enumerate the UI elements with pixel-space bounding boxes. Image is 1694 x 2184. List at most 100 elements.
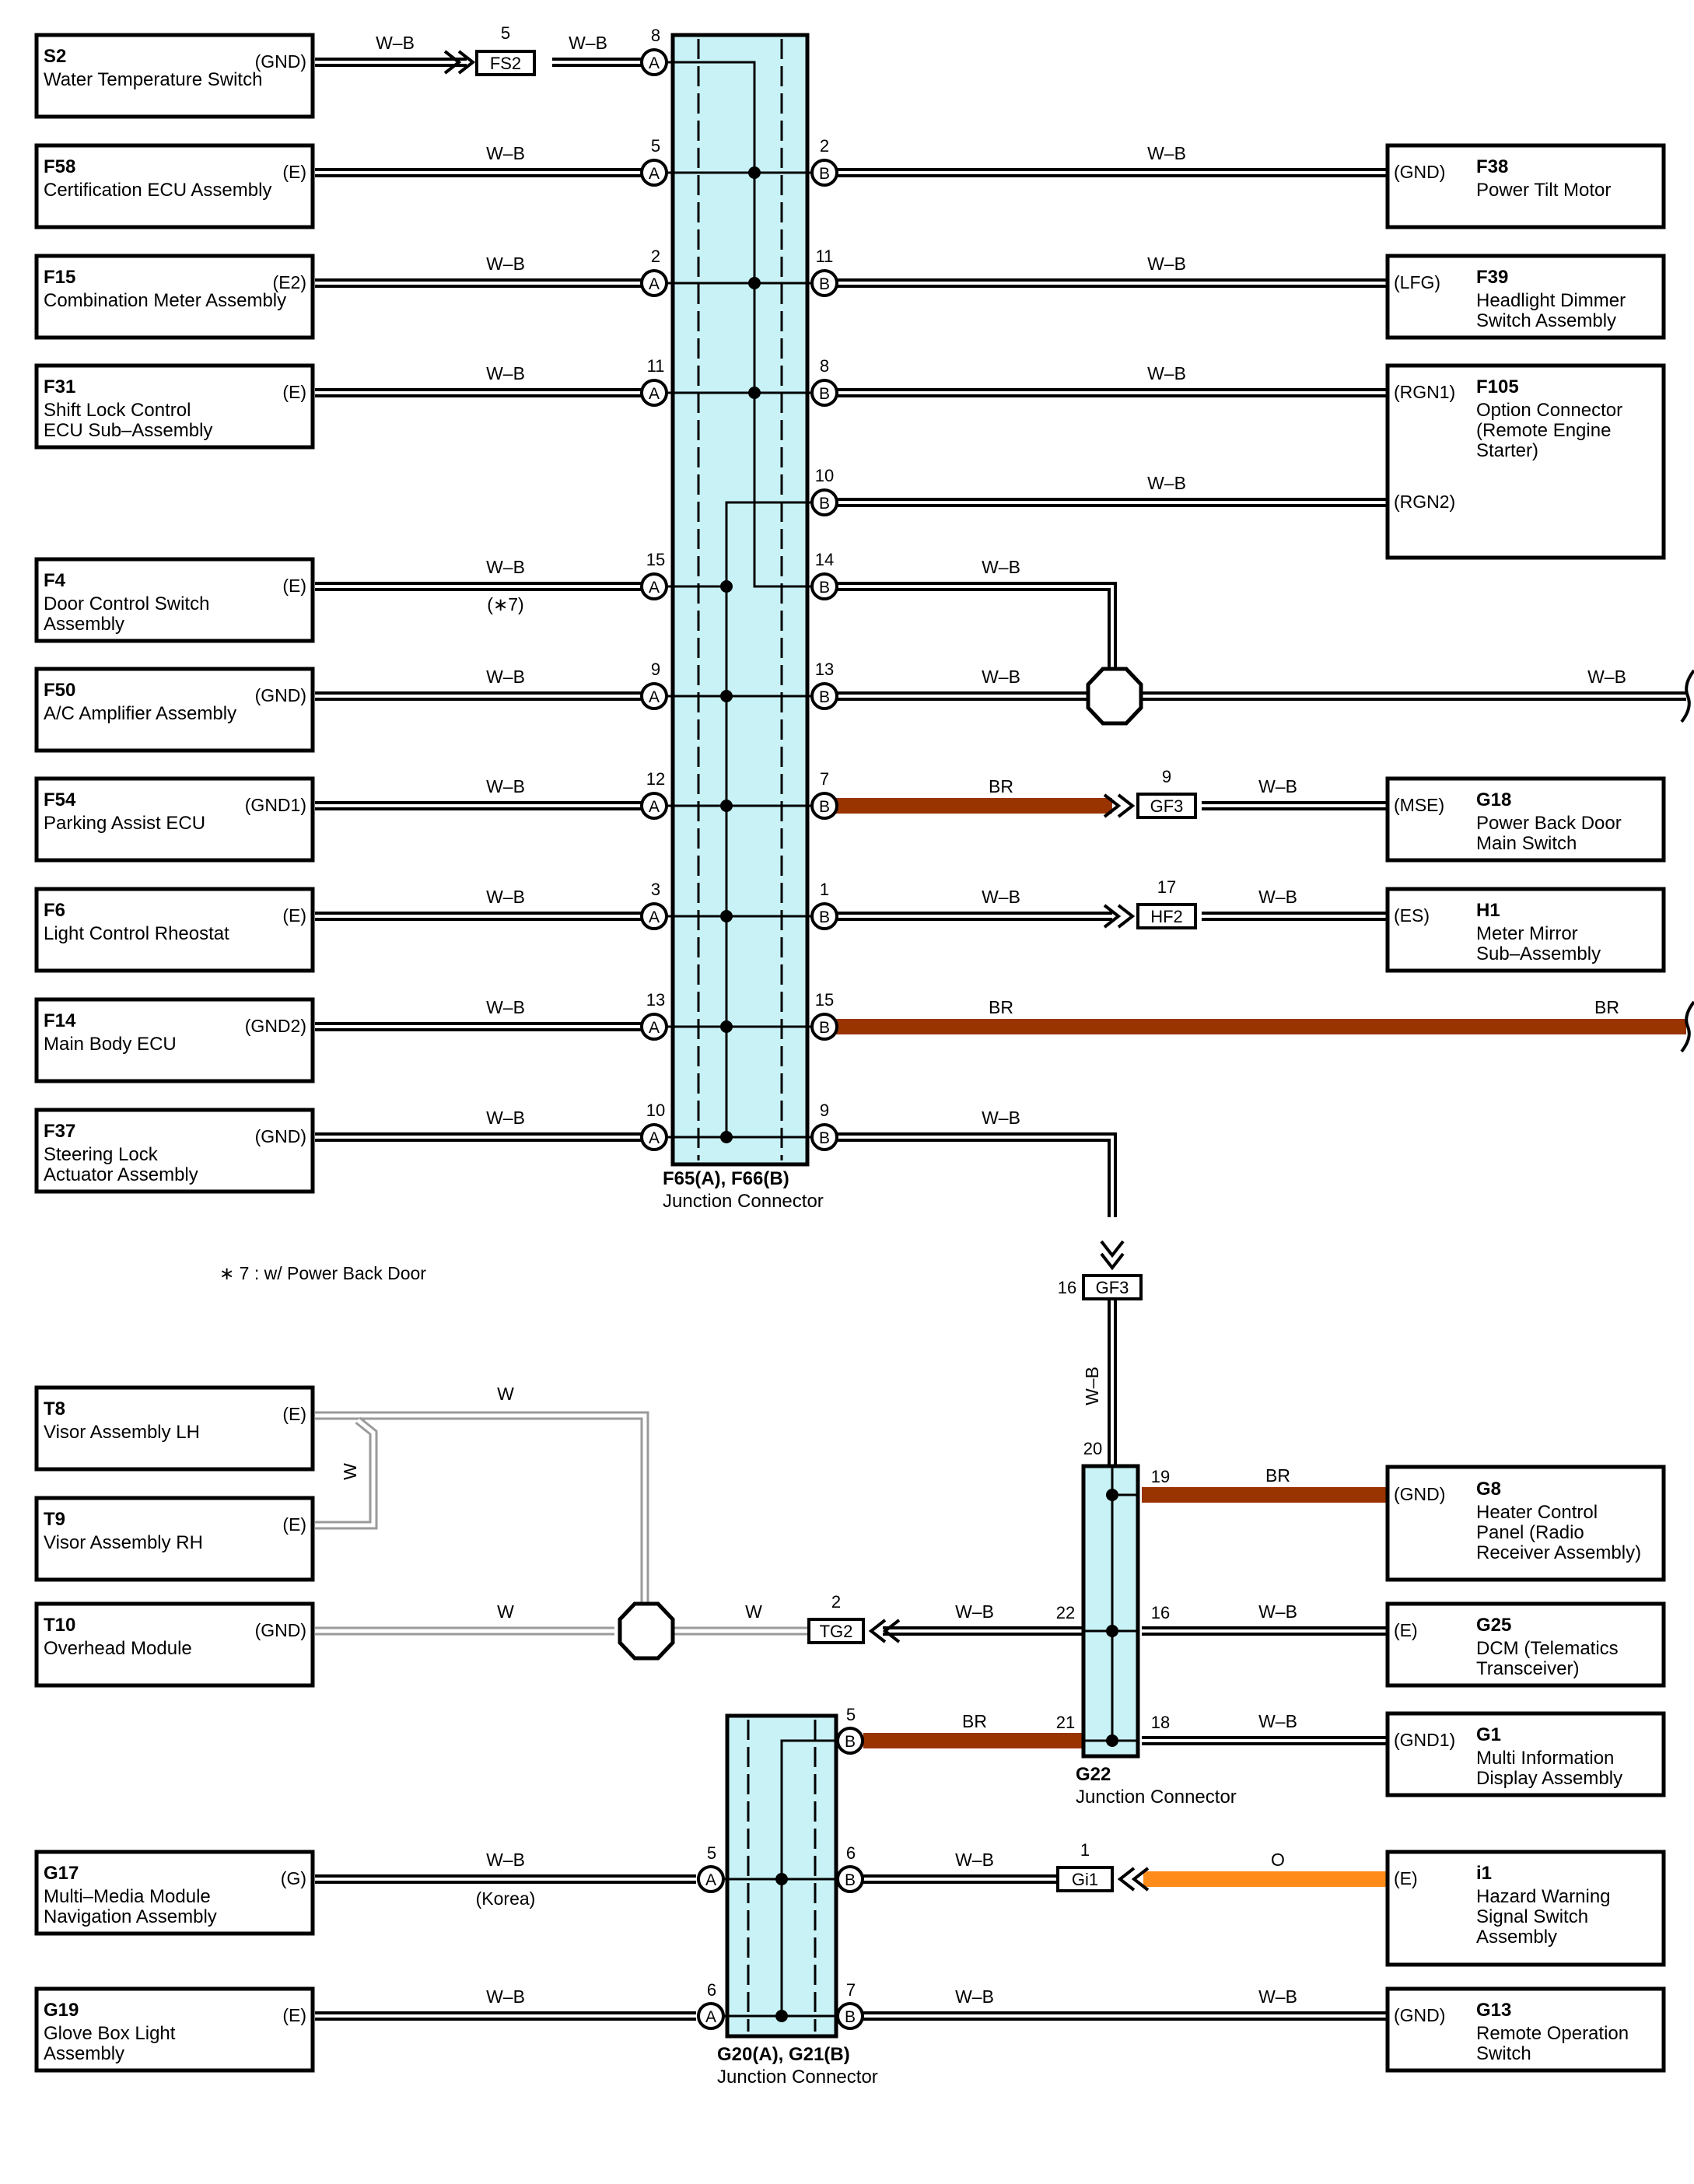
svg-text:18: 18 xyxy=(1151,1713,1170,1732)
svg-text:11: 11 xyxy=(816,247,834,266)
component-f6: F6 Light Control Rheostat (E) xyxy=(34,887,315,973)
pin-a: A xyxy=(640,572,668,600)
svg-text:A: A xyxy=(649,165,660,183)
pin-b: B xyxy=(836,1865,864,1893)
svg-text:Meter Mirror: Meter Mirror xyxy=(1476,923,1578,944)
svg-text:W–B: W–B xyxy=(1587,667,1626,687)
svg-text:W: W xyxy=(497,1601,514,1622)
pin-a: A xyxy=(640,269,668,297)
svg-text:Steering Lock: Steering Lock xyxy=(44,1144,159,1165)
connector-gf3-9: GF3 9 xyxy=(1103,767,1197,819)
svg-text:8: 8 xyxy=(651,26,660,45)
component-f37: F37 Steering Lock Actuator Assembly (GND… xyxy=(34,1108,315,1194)
svg-text:W–B: W–B xyxy=(1258,1986,1297,2007)
svg-text:G25: G25 xyxy=(1476,1615,1511,1636)
svg-text:10: 10 xyxy=(815,466,834,485)
svg-text:Junction Connector: Junction Connector xyxy=(717,2067,878,2088)
svg-text:22: 22 xyxy=(1056,1603,1075,1622)
svg-text:A: A xyxy=(649,908,660,926)
svg-text:Combination Meter Assembly: Combination Meter Assembly xyxy=(44,290,286,311)
svg-text:Power Tilt Motor: Power Tilt Motor xyxy=(1476,180,1611,201)
svg-text:(E): (E) xyxy=(1394,1868,1418,1888)
pin-a: A xyxy=(640,682,668,710)
svg-text:A: A xyxy=(649,579,660,597)
svg-text:Switch: Switch xyxy=(1476,2043,1531,2064)
component-g18: (MSE) G18 Power Back Door Main Switch xyxy=(1385,776,1666,863)
svg-text:9: 9 xyxy=(1162,767,1171,786)
component-f14: F14 Main Body ECU (GND2) xyxy=(34,997,315,1083)
svg-text:W–B: W–B xyxy=(1082,1367,1102,1405)
svg-text:(GND): (GND) xyxy=(1394,2005,1445,2025)
svg-text:DCM (Telematics: DCM (Telematics xyxy=(1476,1638,1619,1659)
svg-text:W–B: W–B xyxy=(1147,254,1186,274)
wires-j3 xyxy=(315,1871,1386,2021)
svg-text:(GND): (GND) xyxy=(1394,1484,1445,1504)
svg-text:F50: F50 xyxy=(44,680,75,701)
footnote: ∗ 7 : w/ Power Back Door xyxy=(219,1263,426,1283)
component-f105: (RGN1) (RGN2) F105 Option Connector (Rem… xyxy=(1385,363,1666,560)
svg-text:W–B: W–B xyxy=(1258,1711,1297,1731)
svg-text:(LFG): (LFG) xyxy=(1394,272,1440,292)
svg-text:Main Body ECU: Main Body ECU xyxy=(44,1034,177,1055)
component-g1: (GND1) G1 Multi Information Display Asse… xyxy=(1385,1711,1666,1797)
svg-text:W–B: W–B xyxy=(486,363,525,383)
svg-text:B: B xyxy=(819,798,830,816)
svg-text:Remote Operation: Remote Operation xyxy=(1476,2023,1629,2044)
svg-text:B: B xyxy=(819,579,830,597)
svg-text:Overhead Module: Overhead Module xyxy=(44,1638,192,1659)
svg-text:15: 15 xyxy=(815,990,834,1010)
svg-text:F39: F39 xyxy=(1476,267,1508,288)
svg-text:W–B: W–B xyxy=(955,1601,994,1622)
svg-text:T9: T9 xyxy=(44,1509,65,1530)
svg-text:FS2: FS2 xyxy=(490,54,521,73)
svg-text:T8: T8 xyxy=(44,1398,65,1419)
svg-text:A: A xyxy=(649,1019,660,1037)
svg-text:HF2: HF2 xyxy=(1150,907,1183,926)
svg-text:(E): (E) xyxy=(282,576,306,596)
pin-b: B xyxy=(810,269,838,297)
svg-text:B: B xyxy=(845,2008,856,2026)
junction-g20-g21 xyxy=(708,1713,847,2039)
svg-text:G17: G17 xyxy=(44,1863,79,1884)
svg-text:B: B xyxy=(819,688,830,706)
svg-text:15: 15 xyxy=(646,550,665,569)
svg-text:G22: G22 xyxy=(1076,1764,1111,1785)
svg-text:A: A xyxy=(705,1871,716,1889)
svg-text:Actuator Assembly: Actuator Assembly xyxy=(44,1164,198,1185)
svg-text:(G): (G) xyxy=(281,1868,306,1888)
svg-text:Starter): Starter) xyxy=(1476,440,1538,461)
svg-text:5: 5 xyxy=(846,1705,856,1724)
svg-text:G13: G13 xyxy=(1476,2000,1511,2021)
pin-b: B xyxy=(810,902,838,930)
svg-text:W–B: W–B xyxy=(955,1850,994,1870)
svg-text:Sub–Assembly: Sub–Assembly xyxy=(1476,943,1601,964)
pin-a: A xyxy=(640,379,668,407)
component-h1: (ES) H1 Meter Mirror Sub–Assembly xyxy=(1385,887,1666,973)
pin-b: B xyxy=(810,379,838,407)
svg-text:W–B: W–B xyxy=(569,33,607,53)
svg-text:G20(A), G21(B): G20(A), G21(B) xyxy=(717,2044,850,2065)
svg-text:Power Back Door: Power Back Door xyxy=(1476,813,1622,834)
splice-hub-wb xyxy=(1086,667,1143,726)
component-f58: F58 Certification ECU Assembly (E) xyxy=(34,143,315,229)
svg-text:W–B: W–B xyxy=(1258,1601,1297,1622)
svg-text:F37: F37 xyxy=(44,1121,75,1142)
component-f31: F31 Shift Lock Control ECU Sub–Assembly … xyxy=(34,363,315,450)
svg-text:19: 19 xyxy=(1151,1467,1170,1486)
svg-text:G1: G1 xyxy=(1476,1724,1501,1745)
component-t9: T9 Visor Assembly RH (E) xyxy=(34,1496,315,1582)
svg-text:W–B: W–B xyxy=(1147,473,1186,493)
svg-text:B: B xyxy=(819,908,830,926)
svg-text:A: A xyxy=(705,2008,716,2026)
pin-b: B xyxy=(810,572,838,600)
svg-text:Hazard Warning: Hazard Warning xyxy=(1476,1886,1611,1907)
svg-text:BR: BR xyxy=(962,1711,987,1731)
svg-text:F31: F31 xyxy=(44,376,75,397)
pin-b: B xyxy=(810,1123,838,1151)
svg-text:B: B xyxy=(819,165,830,183)
svg-text:16: 16 xyxy=(1058,1278,1076,1297)
component-t10: T10 Overhead Module (GND) xyxy=(34,1601,315,1688)
component-f38: (GND) F38 Power Tilt Motor xyxy=(1385,143,1666,229)
svg-text:Visor Assembly RH: Visor Assembly RH xyxy=(44,1532,203,1553)
svg-text:T10: T10 xyxy=(44,1615,75,1636)
